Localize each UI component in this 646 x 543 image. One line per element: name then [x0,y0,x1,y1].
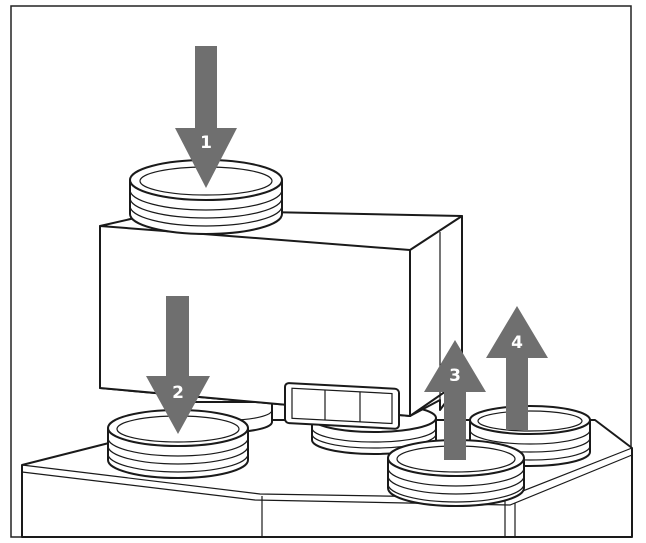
arrow-label-1: 1 [200,133,212,153]
airflow-arrow-2: 2 [146,296,210,434]
arrow-label-4: 4 [511,333,523,353]
airflow-arrow-4: 4 [486,306,548,430]
arrow-label-3: 3 [449,366,461,386]
display-panel [284,382,400,430]
airflow-arrow-3: 3 [424,340,486,460]
control-box [99,209,463,430]
airflow-arrow-1: 1 [175,46,237,188]
arrow-label-2: 2 [172,383,184,403]
